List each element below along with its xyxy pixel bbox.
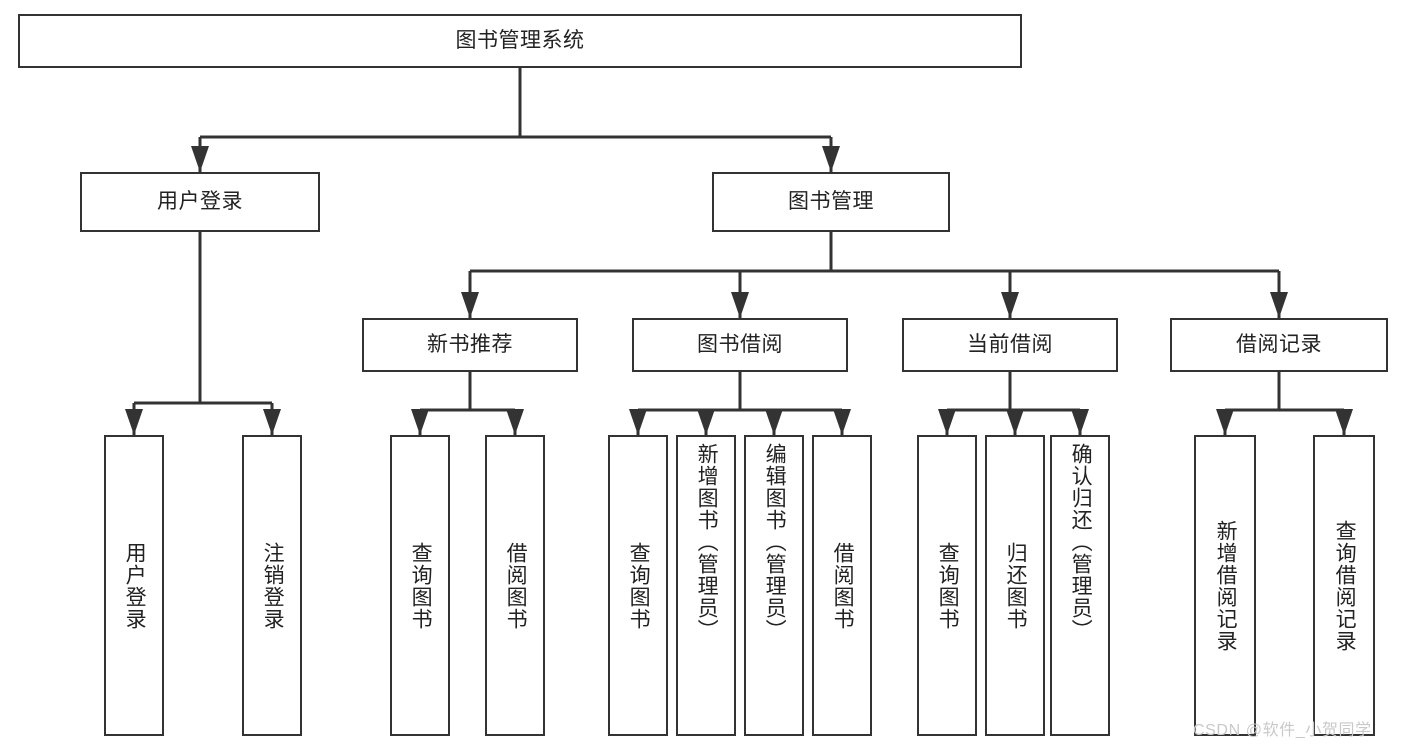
node-leaf-nb-b: 借阅图书 — [485, 435, 545, 736]
node-label: 新书推荐 — [427, 332, 513, 356]
node-leaf-login: 用户登录 — [104, 435, 164, 736]
node-label: 查询图书 — [936, 541, 960, 630]
arrow-head — [697, 409, 715, 435]
arrow-head — [1335, 409, 1353, 435]
node-label: 确认归还（管理员） — [1069, 443, 1093, 641]
node-label: 当前借阅 — [967, 332, 1053, 356]
arrow-head — [1006, 409, 1024, 435]
node-root: 图书管理系统 — [18, 14, 1022, 68]
node-label: 查询借阅记录 — [1333, 519, 1357, 652]
node-leaf-jy-q: 查询图书 — [608, 435, 668, 736]
arrow-head — [629, 409, 647, 435]
arrow-head — [1001, 292, 1019, 318]
arrow-head — [411, 409, 429, 435]
arrow-head — [461, 292, 479, 318]
node-label: 借阅记录 — [1236, 332, 1322, 356]
node-leaf-jy-b: 借阅图书 — [812, 435, 872, 736]
arrow-head — [125, 409, 143, 435]
arrow-head — [191, 146, 209, 172]
node-leaf-logout: 注销登录 — [242, 435, 302, 736]
arrow-head — [506, 409, 524, 435]
node-leaf-dq-q: 查询图书 — [917, 435, 977, 736]
arrow-head — [1216, 409, 1234, 435]
node-leaf-jl-q: 查询借阅记录 — [1313, 435, 1375, 736]
node-leaf-nb-q: 查询图书 — [390, 435, 450, 736]
node-label: 编辑图书（管理员） — [763, 443, 787, 641]
node-label: 新增借阅记录 — [1214, 519, 1238, 652]
node-label: 查询图书 — [409, 541, 433, 630]
node-label: 注销登录 — [261, 541, 285, 630]
arrow-head — [938, 409, 956, 435]
node-l3d: 借阅记录 — [1170, 318, 1388, 372]
arrow-head — [1270, 292, 1288, 318]
node-leaf-dq-r: 归还图书 — [985, 435, 1045, 736]
node-label: 图书管理系统 — [455, 28, 585, 52]
node-label: 用户登录 — [157, 189, 243, 213]
node-l3c: 当前借阅 — [902, 318, 1118, 372]
node-label: 图书借阅 — [697, 332, 783, 356]
arrow-head — [1071, 409, 1089, 435]
node-leaf-dq-c: 确认归还（管理员） — [1050, 435, 1110, 736]
node-l2a: 用户登录 — [80, 172, 320, 232]
node-label: 归还图书 — [1004, 541, 1028, 630]
node-leaf-jl-add: 新增借阅记录 — [1194, 435, 1256, 736]
node-leaf-jy-add: 新增图书（管理员） — [676, 435, 736, 736]
node-l2b: 图书管理 — [712, 172, 950, 232]
node-label: 图书管理 — [788, 189, 874, 213]
node-label: 借阅图书 — [831, 541, 855, 630]
node-label: 借阅图书 — [504, 541, 528, 630]
arrow-head — [731, 292, 749, 318]
node-label: 新增图书（管理员） — [695, 443, 719, 641]
node-l3b: 图书借阅 — [632, 318, 848, 372]
arrow-head — [263, 409, 281, 435]
node-label: 用户登录 — [123, 541, 147, 630]
arrow-head — [822, 146, 840, 172]
arrow-head — [833, 409, 851, 435]
node-label: 查询图书 — [627, 541, 651, 630]
arrow-head — [765, 409, 783, 435]
node-l3a: 新书推荐 — [362, 318, 578, 372]
node-leaf-jy-ed: 编辑图书（管理员） — [744, 435, 804, 736]
